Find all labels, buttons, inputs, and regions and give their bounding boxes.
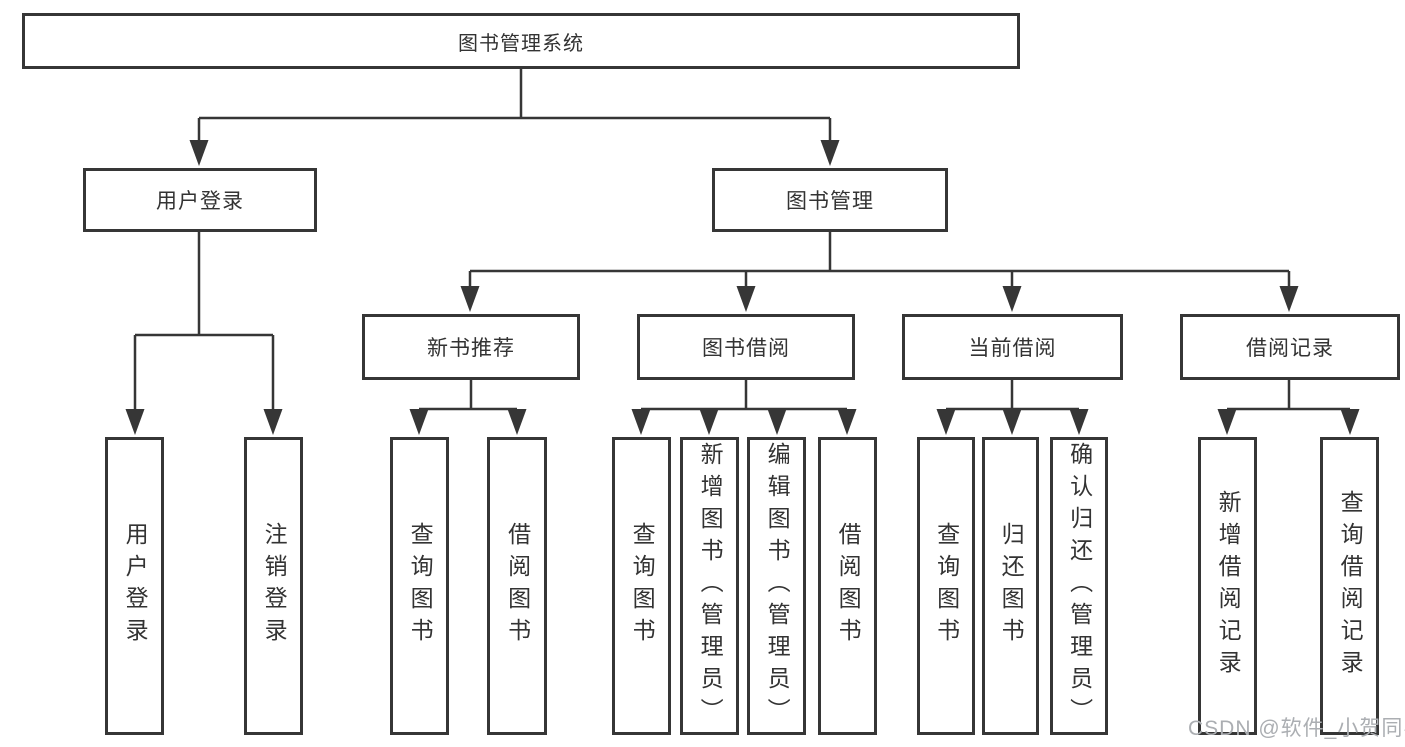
node-label: 归还图书	[998, 522, 1025, 650]
node-label: 查询图书	[629, 522, 656, 650]
csdn-watermark: CSDN @软件_小贺同学	[1188, 717, 1405, 740]
leaf-add-books-admin: 新增图书（管理员）	[680, 437, 739, 735]
leaf-borrow-books-1: 借阅图书	[487, 437, 547, 735]
node-label: 查询借阅记录	[1337, 490, 1364, 682]
leaf-query-books-1: 查询图书	[390, 437, 449, 735]
node-label: 确认归还（管理员）	[1066, 442, 1093, 730]
node-book-management: 图书管理	[712, 168, 948, 232]
node-current-borrowing: 当前借阅	[902, 314, 1123, 380]
node-borrowing-records: 借阅记录	[1180, 314, 1400, 380]
connector-root-to-level2	[197, 69, 832, 142]
connector-book-mgmt-to-level3	[468, 232, 1291, 288]
connector-user-login-children	[133, 232, 275, 411]
node-book-borrowing: 图书借阅	[637, 314, 855, 380]
leaf-query-books-3: 查询图书	[917, 437, 975, 735]
leaf-edit-books-admin: 编辑图书（管理员）	[747, 437, 806, 735]
node-label: 借阅图书	[835, 522, 862, 650]
connector-book-borrow-children	[639, 380, 849, 412]
node-label: 查询图书	[933, 522, 960, 650]
connector-borrow-records-children	[1225, 380, 1352, 412]
node-label: 注销登录	[261, 522, 288, 650]
node-label: 用户登录	[156, 190, 244, 213]
node-label: 编辑图书（管理员）	[764, 442, 791, 730]
node-label: 图书管理系统	[458, 32, 584, 55]
node-label: 图书管理	[786, 190, 874, 213]
leaf-user-login: 用户登录	[105, 437, 164, 735]
leaf-add-borrow-record: 新增借阅记录	[1198, 437, 1257, 735]
leaf-confirm-return-admin: 确认归还（管理员）	[1050, 437, 1108, 735]
node-label: 借阅图书	[504, 522, 531, 650]
node-user-login: 用户登录	[83, 168, 317, 232]
connector-current-borrow-children	[944, 380, 1081, 412]
node-label: 用户登录	[122, 522, 149, 650]
node-label: 借阅记录	[1246, 337, 1334, 360]
leaf-logout: 注销登录	[244, 437, 303, 735]
leaf-query-books-2: 查询图书	[612, 437, 671, 735]
node-label: 当前借阅	[968, 337, 1057, 360]
node-label: 新增借阅记录	[1215, 490, 1242, 682]
leaf-return-books: 归还图书	[982, 437, 1039, 735]
node-label: 新增图书（管理员）	[697, 442, 724, 730]
arrowheads	[125, 140, 1360, 435]
leaf-borrow-books-2: 借阅图书	[818, 437, 877, 735]
node-new-book-recommend: 新书推荐	[362, 314, 580, 380]
connector-new-book-rec-children	[417, 380, 519, 412]
node-library-system: 图书管理系统	[22, 13, 1020, 69]
node-label: 查询图书	[407, 522, 434, 650]
node-label: 新书推荐	[427, 337, 515, 360]
leaf-query-borrow-record: 查询借阅记录	[1320, 437, 1379, 735]
node-label: 图书借阅	[702, 337, 790, 360]
